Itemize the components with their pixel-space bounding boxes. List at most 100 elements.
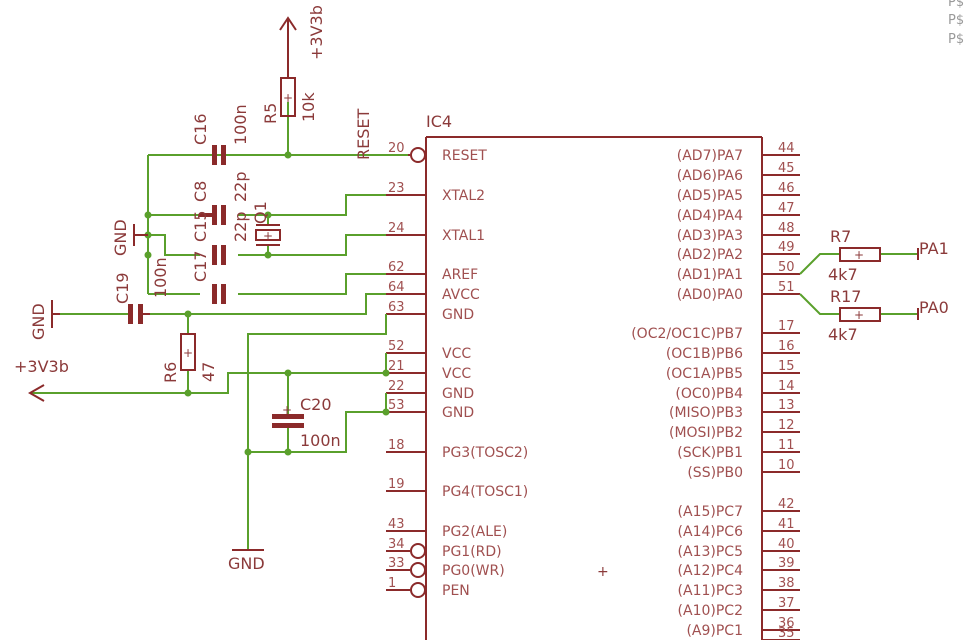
pin-number: 52 — [388, 339, 405, 354]
ic4-right-pin: 46(AD5)PA5 — [677, 181, 800, 204]
pin-label: (AD7)PA7 — [677, 148, 743, 164]
pin-label: PG3(TOSC2) — [442, 445, 528, 461]
r6-value: 47 — [199, 362, 218, 382]
wire-xtal1 — [238, 234, 386, 256]
c16: C16 100n — [191, 104, 250, 165]
pin-number: 47 — [778, 201, 795, 216]
c15-plate — [212, 245, 217, 265]
junction — [382, 408, 390, 416]
c17-plate — [221, 284, 226, 304]
r17-value: 4k7 — [828, 325, 858, 344]
junctions — [144, 151, 390, 456]
pin-label: (A15)PC7 — [678, 504, 743, 520]
pin-number: 1 — [388, 576, 396, 591]
supply-top-label: +3V3b — [307, 5, 326, 60]
gnd-bottom: GND — [228, 549, 265, 573]
ic4-right-pin: 10(SS)PB0 — [687, 458, 800, 481]
ic4-right-pin: 44(AD7)PA7 — [677, 141, 800, 164]
c16-plate — [212, 145, 217, 165]
pin-label: (A13)PC5 — [678, 544, 743, 560]
r5-name: R5 — [261, 103, 280, 124]
wire-avcc — [150, 293, 386, 315]
pin-label: (AD2)PA2 — [677, 247, 743, 263]
wire-pa0 — [799, 293, 840, 315]
ic4-right-pin: 17(OC2/OC1C)PB7 — [631, 319, 800, 342]
pin-label: (MOSI)PB2 — [669, 425, 743, 441]
pin-inversion-bubble — [410, 582, 426, 598]
pin-label: (OC0)PB4 — [675, 386, 743, 402]
c8: C8 22p — [191, 171, 250, 225]
pin-number: 15 — [778, 359, 795, 374]
pin-label: XTAL1 — [442, 228, 485, 244]
pin-number: 38 — [778, 576, 795, 591]
q1-body — [255, 229, 281, 241]
ic4-right-pin: 35 — [762, 626, 800, 640]
c17-plate — [212, 284, 217, 304]
junction — [144, 251, 152, 259]
r5-body — [280, 77, 296, 117]
wire-aref — [238, 273, 386, 295]
pin-number: 22 — [388, 379, 405, 394]
junction — [382, 369, 390, 377]
junction — [284, 369, 292, 377]
ic4-right-pin: 40(A13)PC5 — [678, 537, 800, 560]
c8-value: 22p — [231, 171, 250, 202]
pin-label: AVCC — [442, 287, 480, 303]
ic4-right-pin: 16 (OC1B)PB6 — [666, 339, 800, 362]
r17-name: R17 — [830, 287, 861, 306]
supply-top: +3V3b — [279, 5, 326, 78]
pin-number: 51 — [778, 280, 795, 295]
pin-label: GND — [442, 405, 474, 421]
ic4-right-pin: 45(AD6)PA6 — [677, 161, 800, 184]
pin-number: 45 — [778, 161, 795, 176]
ic4-right-pin: 37(A10)PC2 — [678, 596, 800, 619]
pin-number: 37 — [778, 596, 795, 611]
supply-left: +3V3b — [14, 357, 69, 402]
junction — [284, 448, 292, 456]
pin-number: 41 — [778, 517, 795, 532]
pin-label: (MISO)PB3 — [669, 405, 743, 421]
pin-number: 20 — [388, 141, 405, 156]
pin-number: 13 — [778, 398, 795, 413]
pin-label: (OC1B)PB6 — [666, 346, 743, 362]
pin-number: 17 — [778, 319, 795, 334]
plus-mark: + — [854, 308, 864, 322]
corner-mark: P$ — [948, 0, 964, 10]
pin-inversion-bubble — [410, 543, 426, 559]
ic4-right-pins: 44(AD7)PA745(AD6)PA646(AD5)PA547(AD4)PA4… — [631, 141, 800, 640]
c20-plate — [272, 414, 304, 419]
pin-label: (A12)PC4 — [678, 563, 744, 579]
pin-number: 14 — [778, 379, 795, 394]
pa0-net-label: PA0 — [919, 298, 949, 317]
c19-name: C19 — [113, 272, 132, 304]
pin-inversion-bubble — [410, 562, 426, 578]
c15-value: 22p — [231, 211, 250, 242]
ic4-right-pin: 48(AD3)PA3 — [677, 221, 800, 244]
r5-value: 10k — [299, 92, 318, 122]
reset-net-label: RESET — [354, 109, 373, 160]
plus-mark: + — [183, 346, 193, 360]
wire-gnd-63 — [247, 314, 387, 550]
pin-number: 43 — [388, 517, 405, 532]
ic4-right-pin: 39(A12)PC4 — [678, 556, 800, 579]
r6-body — [180, 333, 196, 371]
pin-number: 19 — [388, 477, 405, 492]
plus-mark: + — [854, 248, 864, 262]
c15-plate — [221, 245, 226, 265]
pin-number: 16 — [778, 339, 795, 354]
pin-label: (A11)PC3 — [678, 583, 743, 599]
wire-pa1 — [799, 253, 840, 275]
pin-label: (AD1)PA1 — [677, 267, 743, 283]
r7-value: 4k7 — [828, 265, 858, 284]
wire-c15-left — [148, 234, 200, 256]
junction — [264, 211, 272, 219]
c20: + C20 100n — [272, 395, 341, 450]
ic4-right-pin: 38 (A11)PC3 — [678, 576, 800, 599]
